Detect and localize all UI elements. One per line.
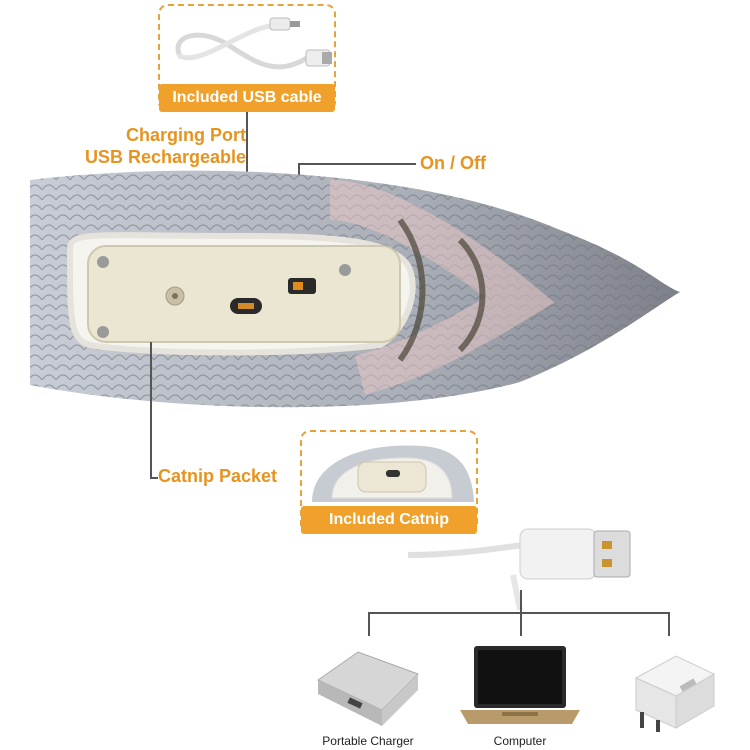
usb-cable-icon (175, 17, 332, 70)
tree-trunk (520, 590, 522, 612)
tree-leg-right (668, 612, 670, 636)
charging-port-label: Charging Port USB Rechargeable (70, 124, 246, 168)
battery-pack (87, 245, 401, 343)
catnip-leader-v (150, 342, 152, 478)
device-label-computer: Computer (493, 734, 547, 748)
catnip-thumbnail (312, 445, 474, 502)
tree-leg-mid (520, 612, 522, 636)
charging-port-line1: Charging Port (126, 125, 246, 145)
usb-plug-icon (408, 528, 631, 611)
laptop-icon (460, 646, 580, 724)
on-off-leader-h (298, 163, 416, 165)
tree-branch (368, 612, 670, 614)
power-bank-icon (317, 651, 419, 726)
charging-port-line2: USB Rechargeable (84, 147, 246, 167)
catnip-banner: Included Catnip (301, 506, 477, 534)
device-label-portable-charger: Portable Charger (322, 734, 414, 748)
tree-leg-left (368, 612, 370, 636)
usb-cable-banner: Included USB cable (159, 84, 335, 112)
fish-toy-image (30, 170, 680, 408)
on-off-label: On / Off (420, 153, 486, 173)
catnip-packet-label: Catnip Packet (158, 466, 278, 486)
wall-adapter-icon (634, 655, 716, 732)
catnip-leader-h (150, 477, 158, 479)
